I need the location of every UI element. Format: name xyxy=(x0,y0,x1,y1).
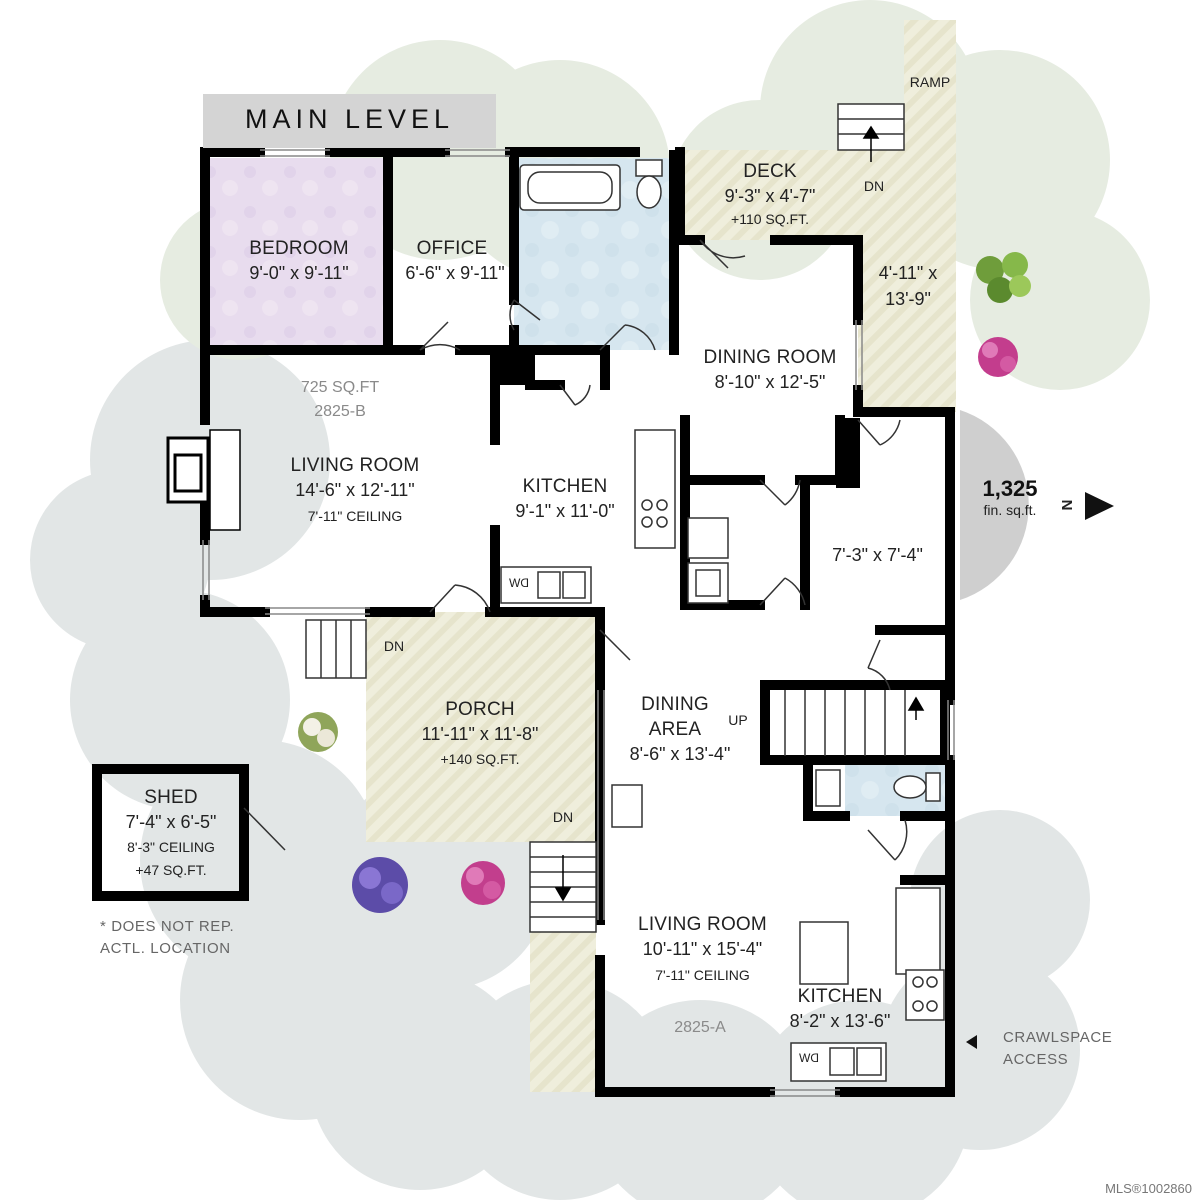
north-label: N xyxy=(1058,499,1075,511)
dining-room-dim: 8'-10" x 12'-5" xyxy=(714,372,826,392)
unit-b-name: 2825-B xyxy=(314,403,366,420)
ramp-dim-1: 4'-11" x xyxy=(878,263,938,283)
kitchen-a-dim: 8'-2" x 13'-6" xyxy=(789,1011,891,1031)
kitchen-b-dw: DW xyxy=(509,576,529,590)
dining-area-dim: 8'-6" x 13'-4" xyxy=(629,744,731,764)
living-room-a-dim: 10'-11" x 15'-4" xyxy=(642,939,763,959)
stair-dn-walk: DN xyxy=(552,809,574,825)
north-arrow-icon xyxy=(1085,492,1114,520)
stair-dn-porch: DN xyxy=(383,638,405,654)
dining-area-name-1: DINING xyxy=(641,694,709,715)
unit-b-area: 725 SQ.FT xyxy=(300,379,380,396)
ramp-name: RAMP xyxy=(909,74,951,90)
living-room-a-ceiling: 7'-11" CEILING xyxy=(655,967,750,983)
dining-room-name: DINING ROOM xyxy=(703,347,837,368)
living-room-a-name: LIVING ROOM xyxy=(638,914,767,935)
solid-wall-blocks xyxy=(495,355,860,488)
shed-ceiling: 8'-3" CEILING xyxy=(127,839,215,855)
bedroom-floor xyxy=(210,158,388,350)
crawlspace-note-line-1: CRAWLSPACE xyxy=(1003,1029,1113,1046)
title-banner xyxy=(203,94,496,148)
flower-icon-white xyxy=(298,712,338,752)
porch-dim: 11'-11" x 11'-8" xyxy=(421,724,539,744)
shed-note: * DOES NOT REP. ACTL. LOCATION xyxy=(100,916,234,960)
unit-a-name: 2825-A xyxy=(674,1019,726,1036)
shed-extra: +47 SQ.FT. xyxy=(135,862,207,878)
total-sqft-label: fin. sq.ft. xyxy=(983,502,1037,518)
crawlspace-arrow-icon xyxy=(966,1035,977,1049)
porch-area xyxy=(366,612,596,842)
office-name: OFFICE xyxy=(416,238,488,259)
flower-icon-purple xyxy=(352,857,408,913)
stair-dn-deck: DN xyxy=(863,178,885,194)
kitchen-a-dw: DW xyxy=(799,1051,819,1065)
stair-up: UP xyxy=(728,712,748,728)
flower-icon-pink-top xyxy=(978,337,1018,377)
bedroom-dim: 9'-0" x 9'-11" xyxy=(249,263,349,283)
compass-circle xyxy=(960,410,1029,600)
crawlspace-note-line-2: ACCESS xyxy=(1003,1050,1069,1068)
fireplace xyxy=(166,429,241,531)
deck-dim: 9'-3" x 4'-7" xyxy=(724,186,816,206)
porch-name: PORCH xyxy=(445,699,515,720)
porch-extra: +140 SQ.FT. xyxy=(440,751,520,767)
kitchen-b-name: KITCHEN xyxy=(522,476,608,497)
dining-area-name-2: AREA xyxy=(648,719,702,740)
windows xyxy=(202,149,955,1097)
living-room-b-dim: 14'-6" x 12'-11" xyxy=(295,480,415,500)
fixtures xyxy=(500,159,945,1082)
living-room-b-ceiling: 7'-11" CEILING xyxy=(307,508,403,524)
stairs xyxy=(305,103,906,933)
plan-title: MAIN LEVEL xyxy=(244,104,455,134)
tree-icon xyxy=(976,252,1031,303)
office-dim: 6'-6" x 9'-11" xyxy=(405,263,505,283)
shed-note-line-1: * DOES NOT REP. xyxy=(100,918,235,935)
unit-a-bedroom-dim: 7'-3" x 7'-4" xyxy=(832,545,923,565)
kitchen-a-name: KITCHEN xyxy=(797,986,883,1007)
deck-ramp-area xyxy=(680,20,956,412)
shed-name: SHED xyxy=(144,787,198,808)
walkway-area xyxy=(530,932,596,1092)
total-sqft-value: 1,325 xyxy=(982,476,1038,501)
kitchen-b-dim: 9'-1" x 11'-0" xyxy=(515,501,615,521)
living-room-b-name: LIVING ROOM xyxy=(290,455,420,476)
shed-dim: 7'-4" x 6'-5" xyxy=(125,812,217,832)
stair-arrows xyxy=(554,125,925,902)
crawlspace-note: CRAWLSPACE ACCESS xyxy=(1003,1027,1112,1071)
deck-name: DECK xyxy=(743,161,797,182)
bedroom-name: BEDROOM xyxy=(249,238,349,259)
mls-number: MLS®1002860 xyxy=(1105,1181,1192,1196)
doors xyxy=(243,239,908,861)
flower-icon-pink xyxy=(461,861,505,905)
shed-note-line-2: ACTL. LOCATION xyxy=(100,939,231,957)
ramp-dim-2: 13'-9" xyxy=(885,289,931,309)
deck-extra: +110 SQ.FT. xyxy=(731,211,809,227)
